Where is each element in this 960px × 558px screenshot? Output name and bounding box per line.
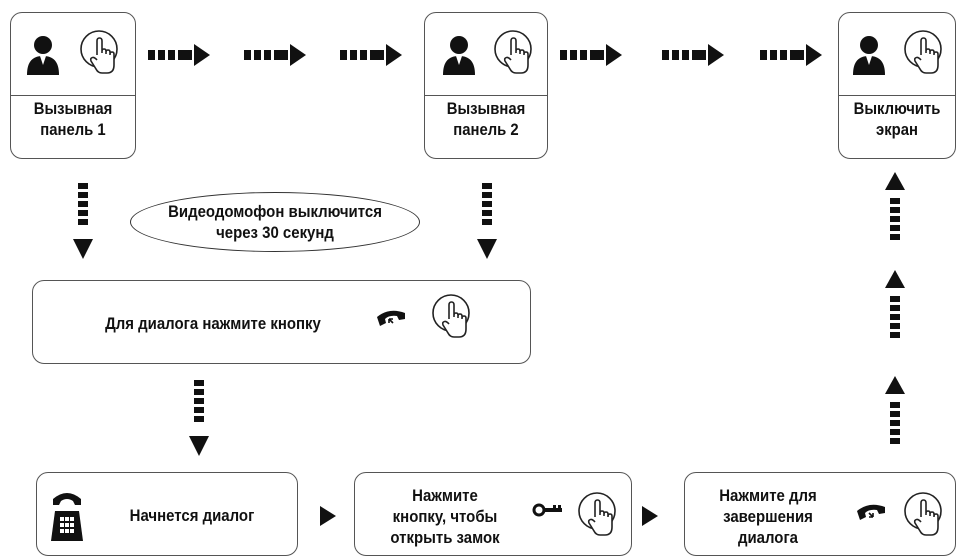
step-end-dialog-text: Нажмите для завершения диалога [719,486,817,547]
step-end-dialog: Нажмите для завершения диалога [684,472,956,556]
dashed-arrow-up [885,270,905,338]
touch-button-icon [904,492,942,536]
call-panel-2-icons [425,13,547,96]
dashed-arrow-up [885,376,905,444]
call-panel-1: Вызывная панель 1 [10,12,136,159]
dashed-arrow [760,44,822,66]
touch-button-icon [432,294,470,338]
dashed-arrow [244,44,306,66]
key-icon [532,503,562,517]
call-panel-2: Вызывная панель 2 [424,12,548,159]
dialog-prompt-box: Для диалога нажмите кнопку [32,280,531,364]
step-open-lock: Нажмите кнопку, чтобы открыть замок [354,472,632,556]
screen-off-panel: Выключить экран [838,12,956,159]
screen-off-label: Выключить экран [853,100,941,139]
timeout-note-ellipse [130,192,420,252]
call-panel-1-label: Вызывная панель 1 [33,100,113,139]
dialog-prompt-text: Для диалога нажмите кнопку [105,314,321,333]
call-panel-2-label: Вызывная панель 2 [446,100,526,139]
dashed-arrow-up [885,172,905,240]
solid-arrow-right [320,506,336,526]
dashed-arrow [148,44,210,66]
step-dialog-start: Начнется диалог [36,472,298,556]
dashed-arrow-down [189,380,209,456]
timeout-note-text: Видеодомофон выключится через 30 секунд [168,202,382,242]
dashed-arrow [560,44,622,66]
handset-icon [377,310,405,326]
call-panel-1-icons [11,13,135,96]
touch-button-icon [578,492,616,536]
step-dialog-start-text: Начнется диалог [129,506,255,525]
dashed-arrow-down [73,183,93,259]
dashed-arrow [340,44,402,66]
solid-arrow-right [642,506,658,526]
step-open-lock-text: Нажмите кнопку, чтобы открыть замок [390,486,500,547]
handset-icon [857,504,885,520]
dashed-arrow [662,44,724,66]
dashed-arrow-down [477,183,497,259]
screen-off-panel-icons [839,13,955,96]
desk-phone-icon [51,493,83,541]
